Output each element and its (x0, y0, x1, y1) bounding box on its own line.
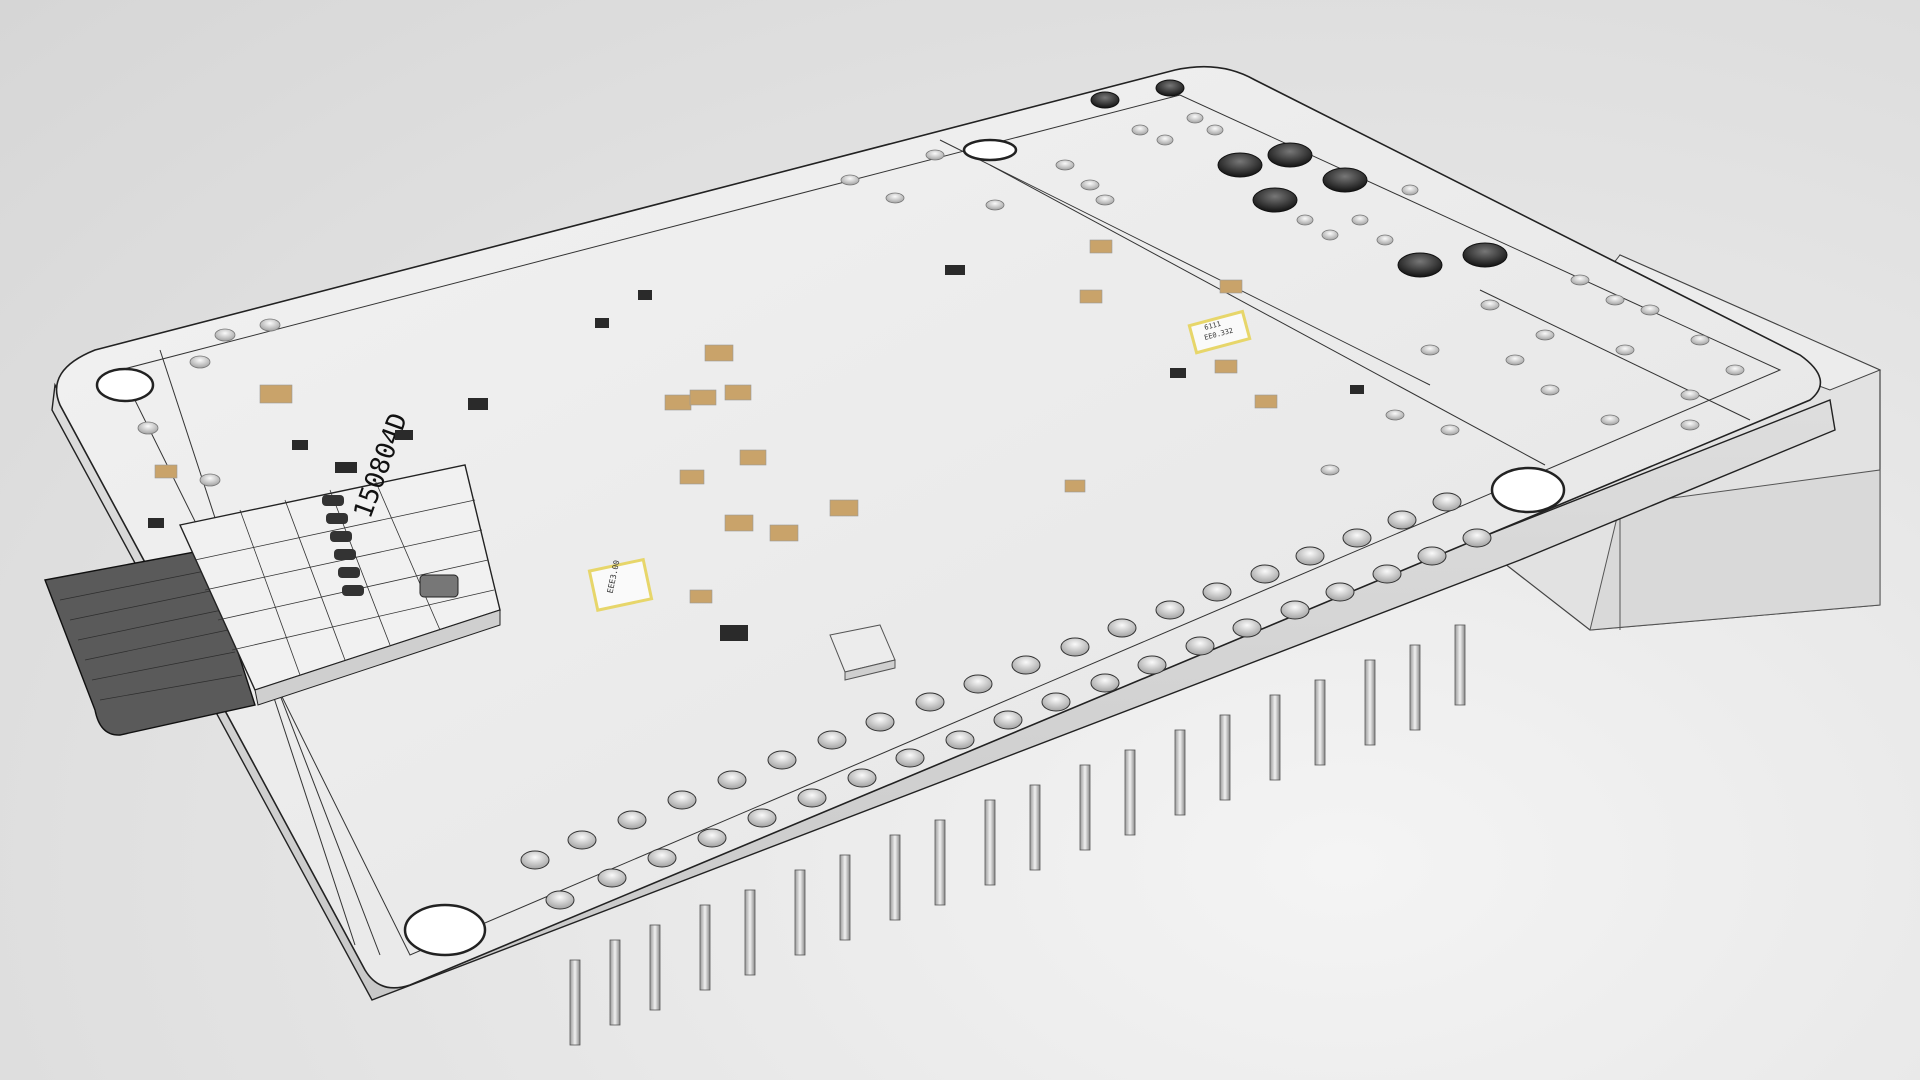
board-top (55, 65, 1822, 989)
test-points (137, 112, 1745, 487)
header-pads (520, 492, 1492, 910)
center-module (829, 624, 896, 681)
dark-test-points (1090, 79, 1508, 278)
header-pins (569, 624, 1466, 1046)
mounting-holes (95, 138, 1566, 957)
crystal-right: 6111 EE0.332 (1187, 309, 1252, 355)
smd-capacitors (154, 239, 1278, 604)
crystal-left: EEE3.00 (587, 557, 654, 612)
flex-cable (44, 549, 256, 736)
smd-ics (148, 265, 1364, 641)
